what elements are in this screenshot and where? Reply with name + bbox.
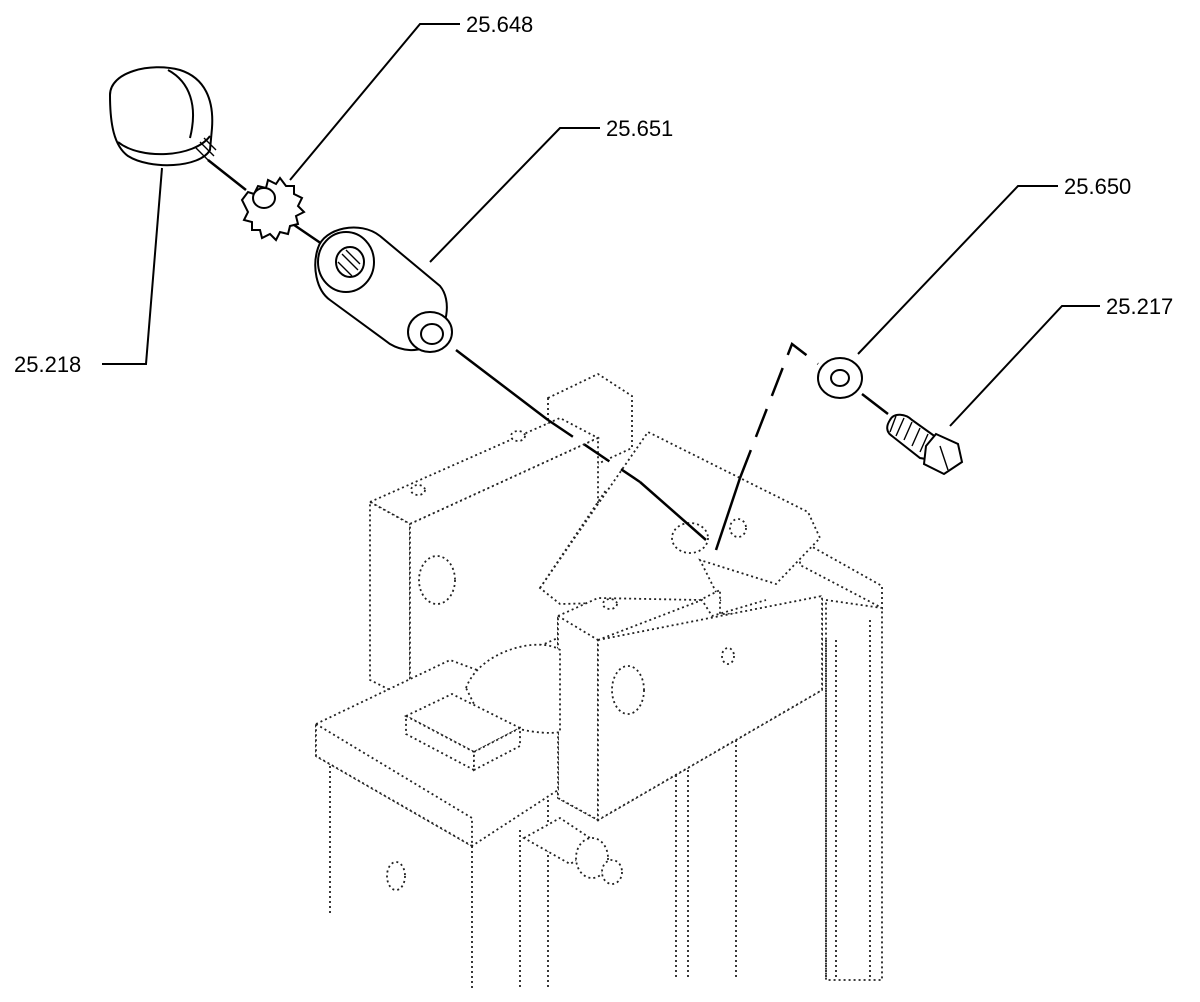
lever-screw-hole [729,518,747,538]
callout-25-648: 25.648 [466,12,533,37]
callout-25-651: 25.651 [606,116,673,141]
rear-post [367,372,633,706]
front-block-small-hole [721,647,735,665]
callout-25-650: 25.650 [1064,174,1131,199]
screw-part [886,413,964,476]
callout-25-218: 25.218 [14,352,81,377]
callout-leaders [102,23,1100,427]
lock-washer-part [240,176,306,242]
lever-pivot-hole [671,522,709,554]
front-block [557,588,823,822]
right-column [675,538,883,981]
small-pad [403,692,522,754]
rear-post-screw-hole [510,430,526,442]
callout-labels: 25.648 25.651 25.650 25.217 25.218 [14,12,1173,377]
flat-washer-part [817,357,863,399]
front-plate [315,643,561,848]
rear-post-hole [418,555,456,605]
rear-post-screw-hole [410,484,426,496]
bushing-part [314,226,453,353]
front-block-screw-hole [602,598,618,610]
base-assembly [315,372,883,990]
front-block-hole [611,665,645,715]
knob-part [108,66,217,167]
side-shaft [522,816,623,885]
assembly-axis [207,159,889,551]
callout-25-217: 25.217 [1106,294,1173,319]
lower-post-hole [386,861,406,891]
